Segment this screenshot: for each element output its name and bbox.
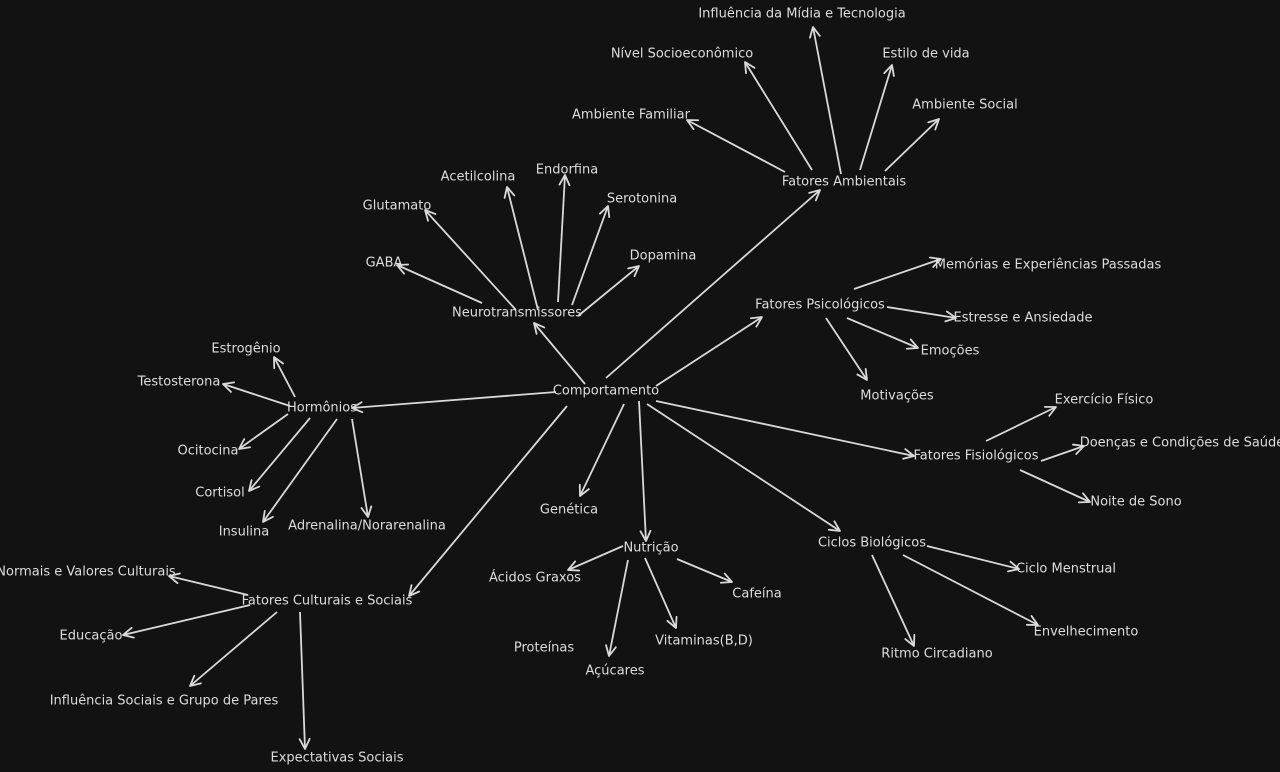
node-ambiente-familiar: Ambiente Familiar (572, 108, 691, 123)
node-educacao: Educação (60, 629, 123, 644)
node-acetilcolina: Acetilcolina (441, 170, 516, 185)
edge-neurotransmissores-to-acetilcolina (503, 186, 539, 311)
edge-fatores-culturais-to-normais-valores (168, 572, 249, 596)
edge-fatores-culturais-to-influencia-sociais (189, 611, 278, 687)
edge-comportamento-to-genetica (578, 403, 625, 497)
node-adrenalina: Adrenalina/Norarenalina (288, 519, 446, 534)
node-proteinas: Proteínas (514, 641, 575, 656)
node-nutricao: Nutrição (623, 541, 678, 556)
edge-comportamento-to-ciclos-biologicos (646, 403, 841, 532)
edge-nutricao-to-vitaminas (644, 557, 678, 629)
edge-fatores-psicologicos-to-memorias (853, 256, 942, 290)
node-ciclos-biologicos: Ciclos Biológicos (818, 536, 926, 551)
node-testosterona: Testosterona (137, 375, 221, 390)
node-comportamento: Comportamento (553, 384, 659, 399)
edge-comportamento-to-fatores-psicologicos (655, 316, 763, 387)
node-estrogenio: Estrogênio (211, 342, 280, 357)
edge-comportamento-to-nutricao (638, 400, 652, 542)
node-normais-valores: Normais e Valores Culturais (0, 565, 176, 580)
edge-fatores-fisiologicos-to-exercicio (985, 405, 1057, 442)
edge-fatores-ambientais-to-socioeconomico (744, 61, 813, 171)
node-ocitocina: Ocitocina (177, 444, 238, 459)
node-midia: Influência da Mídia e Tecnologia (698, 7, 905, 22)
node-fatores-psicologicos: Fatores Psicológicos (755, 298, 885, 313)
edge-neurotransmissores-to-dopamina (577, 265, 640, 317)
node-ambiente-social: Ambiente Social (912, 98, 1017, 113)
node-motivacoes: Motivações (860, 389, 934, 404)
edge-neurotransmissores-to-endorfina (557, 174, 571, 303)
node-emocoes: Emoções (921, 344, 980, 359)
edge-comportamento-to-hormonios (351, 391, 557, 414)
node-cortisol: Cortisol (195, 486, 244, 501)
edge-nutricao-to-cafeina (676, 558, 733, 584)
node-memorias: Memórias e Experiências Passadas (935, 258, 1162, 273)
edge-neurotransmissores-to-glutamato (424, 209, 517, 311)
node-ciclo-menstrual: Ciclo Menstrual (1016, 562, 1116, 577)
node-estresse: Estresse e Ansiedade (954, 311, 1093, 326)
edge-hormonios-to-cortisol (248, 417, 311, 492)
node-ritmo-circadiano: Ritmo Circadiano (881, 647, 992, 662)
node-acidos-graxos: Ácidos Graxos (489, 570, 581, 586)
node-endorfina: Endorfina (536, 163, 598, 178)
node-expectativas: Expectativas Sociais (271, 751, 404, 766)
edge-hormonios-to-testosterona (222, 381, 291, 407)
edge-neurotransmissores-to-serotonina (571, 205, 611, 306)
edge-fatores-fisiologicos-to-sono (1019, 469, 1091, 504)
node-genetica: Genética (540, 503, 598, 518)
edge-fatores-fisiologicos-to-doencas (1040, 443, 1085, 462)
edge-ciclos-biologicos-to-ciclo-menstrual (926, 545, 1020, 573)
edge-nutricao-to-acucares (605, 559, 629, 657)
edge-fatores-culturais-to-educacao (122, 604, 251, 639)
node-hormonios: Hormônios (287, 401, 357, 416)
edge-layer (122, 26, 1091, 750)
node-envelhecimento: Envelhecimento (1034, 625, 1139, 640)
node-acucares: Açúcares (586, 664, 645, 679)
edge-hormonios-to-estrogenio (273, 356, 296, 398)
edge-comportamento-to-fatores-ambientais (605, 189, 821, 379)
edge-hormonios-to-ocitocina (238, 413, 289, 450)
edge-fatores-culturais-to-expectativas (298, 611, 311, 750)
node-fatores-fisiologicos: Fatores Fisiológicos (913, 449, 1038, 464)
node-insulina: Insulina (219, 525, 270, 540)
node-layer: Comportamento Neurotransmissores GABA Gluta… (0, 7, 1280, 766)
node-serotonina: Serotonina (607, 192, 677, 207)
node-gaba: GABA (366, 256, 403, 271)
edge-fatores-ambientais-to-estilo-de-vida (859, 64, 895, 171)
edge-fatores-psicologicos-to-emocoes (846, 317, 919, 350)
node-influencia-sociais: Influência Sociais e Grupo de Pares (50, 694, 279, 709)
node-vitaminas: Vitaminas(B,D) (655, 634, 753, 649)
node-glutamato: Glutamato (363, 199, 432, 214)
edge-neurotransmissores-to-gaba (396, 263, 483, 304)
edge-hormonios-to-insulina (262, 418, 338, 523)
edge-ciclos-biologicos-to-envelhecimento (902, 554, 1039, 626)
edge-hormonios-to-adrenalina (351, 418, 373, 518)
edge-fatores-ambientais-to-ambiente-familiar (686, 119, 786, 173)
node-estilo-de-vida: Estilo de vida (882, 47, 969, 62)
edge-fatores-psicologicos-to-motivacoes (825, 317, 868, 381)
edge-comportamento-to-neurotransmissores (533, 322, 586, 385)
edge-comportamento-to-fatores-culturais (408, 405, 568, 597)
edge-comportamento-to-fatores-fisiologicos (655, 400, 915, 460)
edge-fatores-ambientais-to-midia (809, 26, 842, 175)
node-fatores-culturais: Fatores Culturais e Sociais (242, 594, 413, 609)
node-neurotransmissores: Neurotransmissores (452, 306, 582, 321)
edge-ciclos-biologicos-to-ritmo-circadiano (871, 554, 916, 647)
node-cafeina: Cafeína (732, 587, 781, 602)
edge-fatores-psicologicos-to-estresse (886, 306, 957, 323)
node-socioeconomico: Nível Socioeconômico (611, 47, 753, 62)
node-exercicio: Exercício Físico (1055, 393, 1154, 408)
node-sono: Noite de Sono (1090, 495, 1181, 510)
node-dopamina: Dopamina (630, 249, 697, 264)
edge-nutricao-to-acidos-graxos (567, 545, 624, 572)
node-fatores-ambientais: Fatores Ambientais (782, 175, 907, 190)
node-doencas: Doenças e Condições de Saúde (1080, 436, 1280, 451)
edge-fatores-ambientais-to-ambiente-social (884, 118, 940, 172)
